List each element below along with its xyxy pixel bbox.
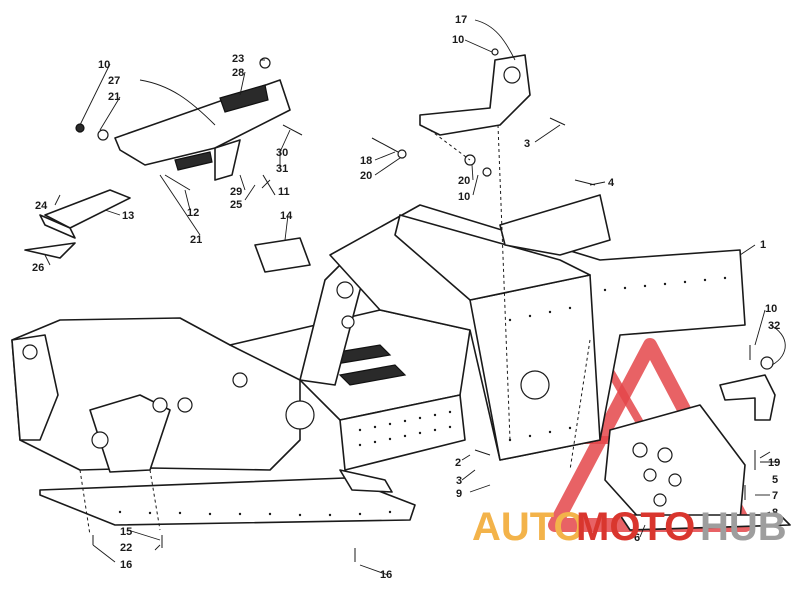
callout-14: 14 <box>280 210 293 222</box>
front-right-spindle-housing <box>89 394 171 473</box>
steering-post-hole <box>503 66 521 84</box>
callout-16: 16 <box>380 569 392 581</box>
watermark-moto: MOTO <box>576 505 695 549</box>
callout-24: 24 <box>35 200 48 212</box>
exhaust-stub <box>339 469 393 493</box>
callout-16: 16 <box>120 559 132 571</box>
frame-access-hole <box>520 370 550 400</box>
bushing-hole <box>232 372 248 388</box>
upper-brace-4 <box>499 194 611 256</box>
bracket-plate-14 <box>254 237 311 273</box>
shim-plate-26 <box>24 242 76 259</box>
callout-1: 1 <box>760 239 766 251</box>
callout-7: 7 <box>772 490 778 502</box>
belly-pan-rivets <box>118 510 392 517</box>
callout-25: 25 <box>230 199 242 211</box>
callout-30: 30 <box>276 147 288 159</box>
callout-10: 10 <box>452 34 464 46</box>
callout-10: 10 <box>765 303 777 315</box>
callout-21: 21 <box>190 234 202 246</box>
fasteners <box>75 48 756 562</box>
tunnel-side-perforations <box>358 410 452 447</box>
frame-access-hole <box>341 315 355 329</box>
mount-hole <box>657 447 673 463</box>
frame-access-hole <box>336 281 354 299</box>
watermark-auto: AUTO <box>472 505 585 549</box>
callout-12: 12 <box>187 207 199 219</box>
mount-hole <box>668 473 682 487</box>
bushing-hole <box>177 397 193 413</box>
callout-27: 27 <box>108 75 120 87</box>
watermark-hub: HUB <box>700 505 787 549</box>
leader-lines <box>44 19 786 576</box>
callout-3: 3 <box>456 475 462 487</box>
callout-29: 29 <box>230 186 242 198</box>
mount-rail-8 <box>619 514 791 531</box>
callout-18: 18 <box>360 155 372 167</box>
callout-11: 11 <box>278 186 290 198</box>
front-left-spindle-housing <box>11 334 59 441</box>
console-side-bracket <box>214 139 241 181</box>
callout-3: 3 <box>524 138 530 150</box>
callout-22: 22 <box>120 542 132 554</box>
tunnel-opening <box>285 400 315 430</box>
callout-9: 9 <box>456 488 462 500</box>
frame-rivets <box>508 276 727 442</box>
bulkhead-rear-plate <box>469 274 601 461</box>
steering-post-bracket <box>419 54 531 136</box>
tunnel-side-panel <box>339 394 466 471</box>
washer-32 <box>760 356 774 370</box>
callout-2: 2 <box>455 457 461 469</box>
callout-13: 13 <box>122 210 134 222</box>
callout-17: 17 <box>455 14 467 26</box>
foot-well-base <box>39 214 76 239</box>
callout-28: 28 <box>232 67 244 79</box>
assembly-center-lines <box>79 124 591 536</box>
tunnel-slot <box>338 364 407 386</box>
mount-hole <box>643 468 657 482</box>
callout-6: 6 <box>634 532 640 544</box>
callout-4: 4 <box>608 177 615 189</box>
callout-32: 32 <box>768 320 780 332</box>
watermark-text: AUTO MOTO HUB <box>472 505 787 549</box>
callout-26: 26 <box>32 262 44 274</box>
callout-20: 20 <box>458 175 470 187</box>
callout-10: 10 <box>458 191 470 203</box>
callout-31: 31 <box>276 163 288 175</box>
console-label-decal <box>174 151 213 171</box>
frame-top-rail <box>394 214 591 301</box>
callout-19: 19 <box>768 457 780 469</box>
mount-hole <box>653 493 667 507</box>
callout-8: 8 <box>772 507 778 519</box>
callout-21: 21 <box>108 91 120 103</box>
bushing-hole <box>91 431 109 449</box>
foot-rest-bracket <box>719 374 776 421</box>
console-gauge-cluster <box>219 84 269 113</box>
bushing-hole <box>152 397 168 413</box>
callout-15: 15 <box>120 526 132 538</box>
callout-5: 5 <box>772 474 778 486</box>
callout-20: 20 <box>360 170 372 182</box>
callout-10: 10 <box>98 59 110 71</box>
callout-23: 23 <box>232 53 244 65</box>
bushing-hole <box>22 344 38 360</box>
callout-labels: 1 2 3 3 4 5 6 7 8 9 10 10 10 10 11 12 13… <box>32 14 780 581</box>
mount-hole <box>632 442 648 458</box>
